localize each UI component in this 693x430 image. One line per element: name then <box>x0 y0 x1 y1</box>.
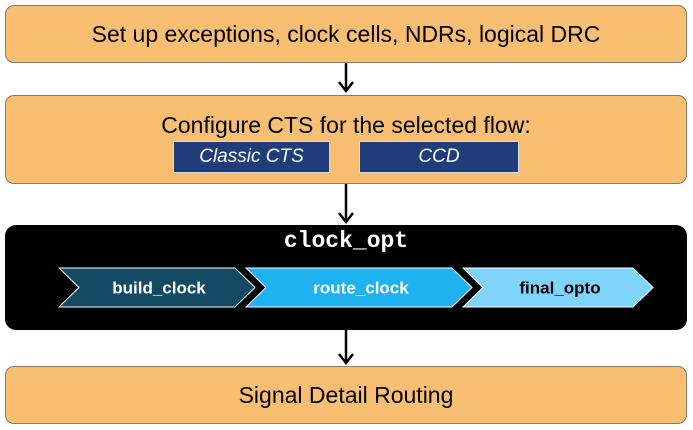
clock-opt-stages: build_clock route_clock final_opto <box>57 267 654 308</box>
arrow-down-icon <box>338 184 354 225</box>
stage-label-build-clock: build_clock <box>112 279 206 298</box>
step-clock-opt-box: clock_opt build_clock route_clock final_op… <box>5 225 687 330</box>
option-ccd: CCD <box>359 141 519 173</box>
arrow-down-icon <box>338 330 354 366</box>
step-routing-label: Signal Detail Routing <box>238 382 454 408</box>
arrow-down-icon <box>338 63 354 94</box>
option-classic-cts: Classic CTS <box>173 141 330 173</box>
clock-opt-title: clock_opt <box>283 228 409 254</box>
step-setup-box: Set up exceptions, clock cells, NDRs, lo… <box>5 5 687 63</box>
step-routing-box: Signal Detail Routing <box>5 366 687 424</box>
stage-chevron-build-clock <box>57 267 256 308</box>
step-configure-label: Configure CTS for the selected flow: <box>161 112 531 138</box>
step-configure-box: Configure CTS for the selected flow: Cla… <box>5 95 687 184</box>
stage-label-route-clock: route_clock <box>313 279 409 298</box>
step-setup-label: Set up exceptions, clock cells, NDRs, lo… <box>91 21 601 47</box>
stage-label-final-opto: final_opto <box>519 279 600 298</box>
stage-chevron-route-clock <box>244 267 473 308</box>
stage-chevron-final-opto <box>461 267 654 308</box>
